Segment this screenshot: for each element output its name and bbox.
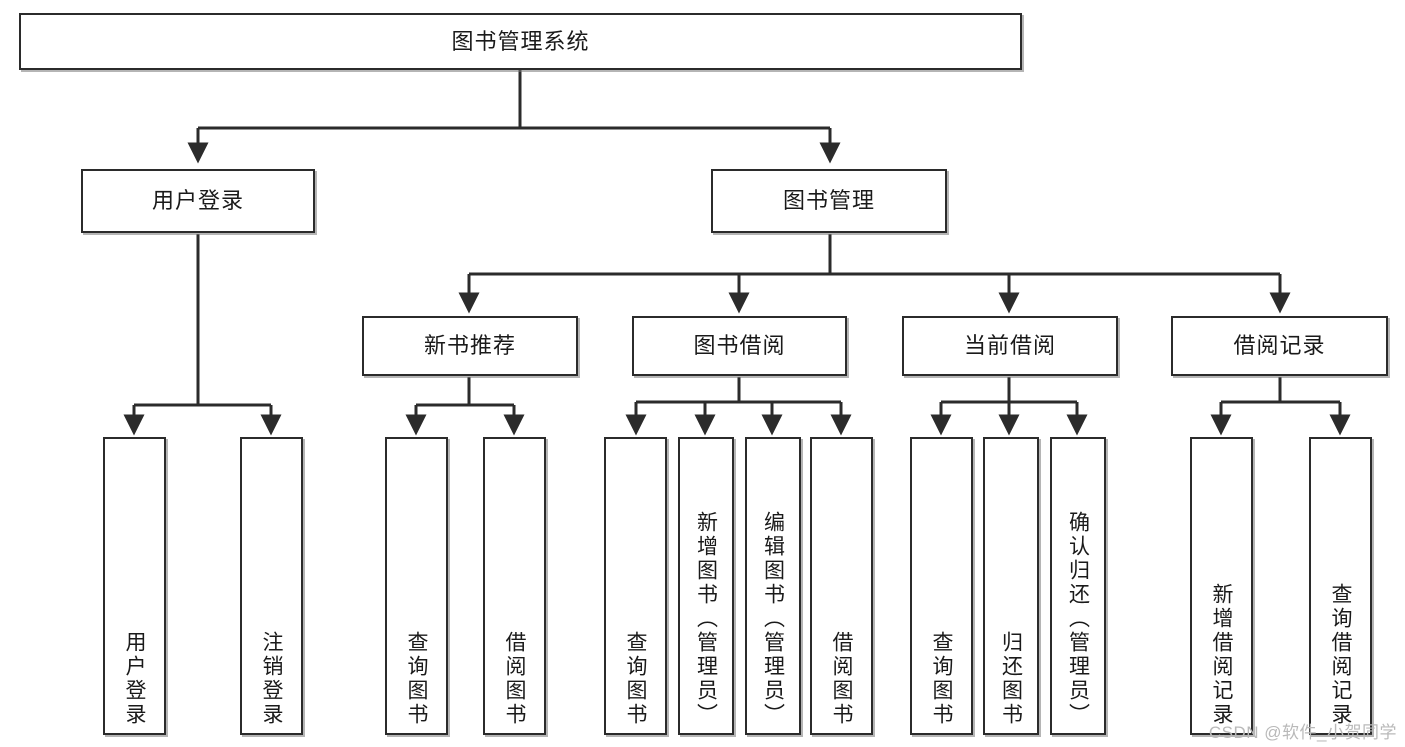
node-leaf-logout-login[interactable]: 注销登录 — [240, 437, 303, 735]
node-leaf-query-book-1[interactable]: 查询图书 — [385, 437, 448, 735]
node-leaf-borrow-book-1[interactable]: 借阅图书 — [483, 437, 546, 735]
node-leaf-confirm-return-label: 确认归还（管理员） — [1066, 511, 1090, 727]
node-user-login[interactable]: 用户登录 — [81, 169, 315, 233]
node-borrow-record[interactable]: 借阅记录 — [1171, 316, 1388, 376]
node-leaf-add-book-label: 新增图书（管理员） — [694, 511, 718, 727]
node-book-borrow-label: 图书借阅 — [693, 333, 786, 359]
node-book-borrow[interactable]: 图书借阅 — [632, 316, 847, 376]
node-root[interactable]: 图书管理系统 — [19, 13, 1022, 70]
node-new-book-recommend-label: 新书推荐 — [423, 333, 516, 359]
node-book-manage-label: 图书管理 — [782, 188, 875, 214]
node-leaf-borrow-book-1-label: 借阅图书 — [503, 631, 526, 727]
watermark: CSDN @软件_小贺同学 — [1208, 723, 1397, 742]
node-current-borrow[interactable]: 当前借阅 — [902, 316, 1118, 376]
node-leaf-confirm-return[interactable]: 确认归还（管理员） — [1050, 437, 1106, 735]
node-leaf-logout-login-label: 注销登录 — [260, 631, 283, 727]
node-leaf-query-book-3[interactable]: 查询图书 — [910, 437, 973, 735]
node-book-manage[interactable]: 图书管理 — [711, 169, 947, 233]
node-leaf-borrow-book-2-label: 借阅图书 — [830, 631, 853, 727]
node-leaf-query-record-label: 查询借阅记录 — [1329, 583, 1352, 727]
node-leaf-user-login-label: 用户登录 — [123, 631, 146, 727]
node-leaf-add-book[interactable]: 新增图书（管理员） — [678, 437, 734, 735]
node-current-borrow-label: 当前借阅 — [963, 333, 1056, 359]
node-leaf-query-record[interactable]: 查询借阅记录 — [1309, 437, 1372, 735]
node-leaf-user-login[interactable]: 用户登录 — [103, 437, 166, 735]
node-leaf-return-book[interactable]: 归还图书 — [983, 437, 1039, 735]
node-leaf-query-book-2[interactable]: 查询图书 — [604, 437, 667, 735]
node-root-label: 图书管理系统 — [451, 28, 590, 54]
node-leaf-edit-book-label: 编辑图书（管理员） — [761, 511, 785, 727]
node-leaf-add-record[interactable]: 新增借阅记录 — [1190, 437, 1253, 735]
node-leaf-edit-book[interactable]: 编辑图书（管理员） — [745, 437, 801, 735]
node-leaf-borrow-book-2[interactable]: 借阅图书 — [810, 437, 873, 735]
node-user-login-label: 用户登录 — [151, 188, 244, 214]
node-leaf-return-book-label: 归还图书 — [999, 631, 1023, 727]
node-borrow-record-label: 借阅记录 — [1233, 333, 1326, 359]
node-leaf-add-record-label: 新增借阅记录 — [1210, 583, 1233, 727]
node-leaf-query-book-3-label: 查询图书 — [930, 631, 953, 727]
node-leaf-query-book-1-label: 查询图书 — [405, 631, 428, 727]
node-new-book-recommend[interactable]: 新书推荐 — [362, 316, 578, 376]
node-leaf-query-book-2-label: 查询图书 — [624, 631, 647, 727]
